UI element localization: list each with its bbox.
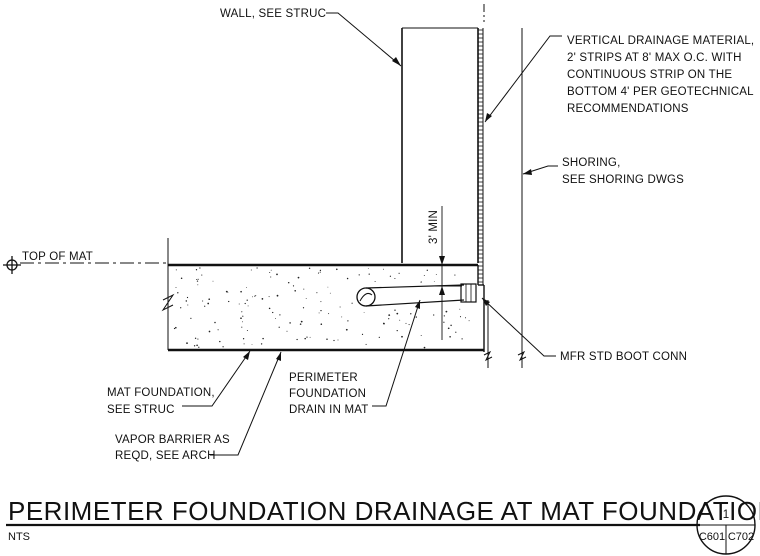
svg-text:BOTTOM 4' PER GEOTECHNICAL: BOTTOM 4' PER GEOTECHNICAL xyxy=(567,86,754,98)
sheet-right: C702 xyxy=(728,531,754,543)
svg-text:CONTINUOUS STRIP ON THE: CONTINUOUS STRIP ON THE xyxy=(567,69,732,81)
min-dimension-label: 3' MIN xyxy=(428,210,440,244)
svg-text:2' STRIPS AT 8' MAX O.C. WITH: 2' STRIPS AT 8' MAX O.C. WITH xyxy=(567,52,742,64)
svg-text:PERIMETER: PERIMETER xyxy=(289,372,358,384)
title-block: PERIMETER FOUNDATION DRAINAGE AT MAT FOU… xyxy=(6,495,760,555)
svg-text:VAPOR BARRIER AS: VAPOR BARRIER AS xyxy=(115,434,230,446)
top-of-mat-label: TOP OF MAT xyxy=(22,251,93,263)
top-of-mat-marker: TOP OF MAT xyxy=(3,251,166,274)
detail-number: 1 xyxy=(723,509,730,521)
sheet-left: C601 xyxy=(699,531,725,543)
svg-text:DRAIN IN MAT: DRAIN IN MAT xyxy=(289,404,369,416)
svg-text:SEE STRUC: SEE STRUC xyxy=(107,404,175,416)
shoring-label: SHORING, SEE SHORING DWGS xyxy=(562,157,684,186)
mat-foundation xyxy=(161,238,485,352)
detail-title: PERIMETER FOUNDATION DRAINAGE AT MAT FOU… xyxy=(8,496,760,526)
perimeter-drain-label: PERIMETER FOUNDATION DRAIN IN MAT xyxy=(289,372,369,416)
svg-text:MAT FOUNDATION,: MAT FOUNDATION, xyxy=(107,387,215,399)
min-dimension: 3' MIN xyxy=(428,206,462,340)
svg-text:RECOMMENDATIONS: RECOMMENDATIONS xyxy=(567,103,689,115)
svg-text:SHORING,: SHORING, xyxy=(562,157,620,169)
vertical-drainage-material xyxy=(478,28,484,285)
svg-text:VERTICAL DRAINAGE MATERIAL,: VERTICAL DRAINAGE MATERIAL, xyxy=(567,35,754,47)
boot-conn-label: MFR STD BOOT CONN xyxy=(560,351,687,363)
leaders xyxy=(182,12,562,456)
concrete-wall xyxy=(401,27,479,263)
svg-text:FOUNDATION: FOUNDATION xyxy=(289,388,366,400)
vapor-barrier-label: VAPOR BARRIER AS REQD, SEE ARCH xyxy=(115,434,230,462)
svg-text:REQD, SEE ARCH: REQD, SEE ARCH xyxy=(115,450,216,462)
drainage-label: VERTICAL DRAINAGE MATERIAL, 2' STRIPS AT… xyxy=(567,35,754,115)
scale-label: NTS xyxy=(8,531,30,543)
shoring xyxy=(483,28,527,368)
perimeter-drain-pipe xyxy=(356,283,477,307)
svg-text:SEE SHORING DWGS: SEE SHORING DWGS xyxy=(562,174,684,186)
wall-label: WALL, SEE STRUC xyxy=(220,8,326,20)
mat-foundation-label: MAT FOUNDATION, SEE STRUC xyxy=(107,387,215,416)
